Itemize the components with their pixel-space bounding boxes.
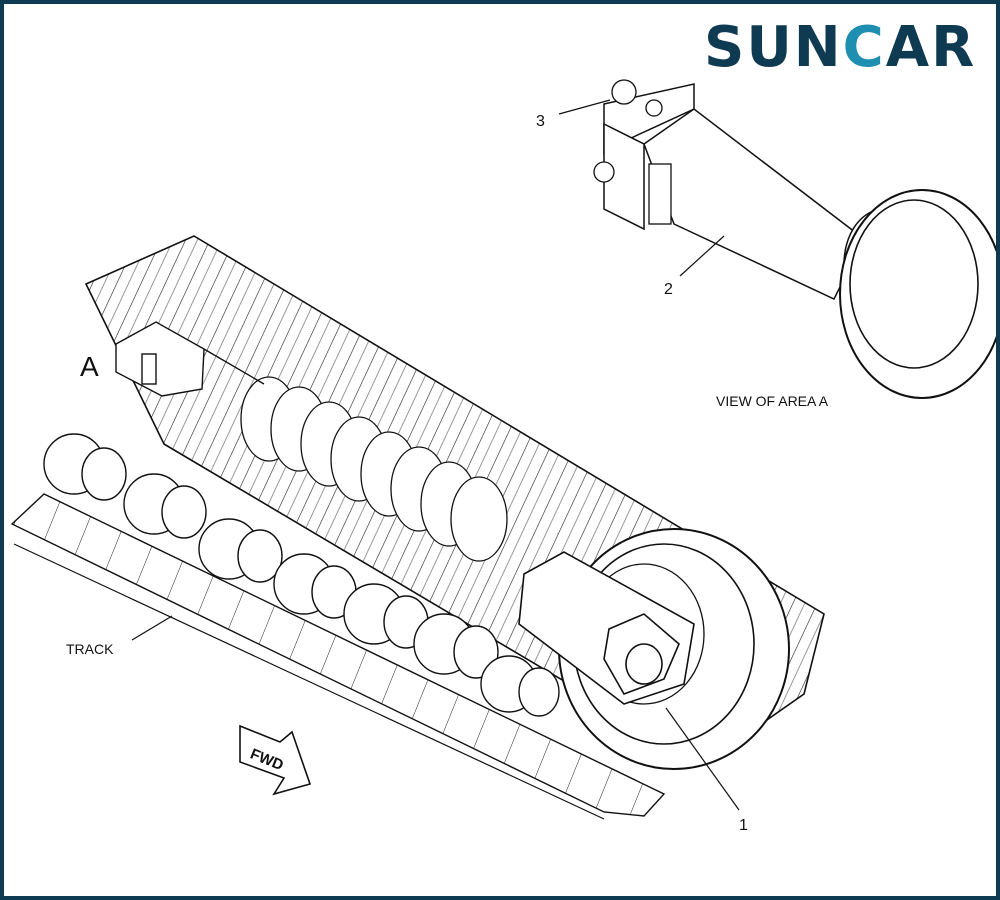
area-a-fitting bbox=[115, 321, 265, 397]
track-rollers bbox=[43, 433, 560, 717]
recoil-spring bbox=[240, 376, 508, 562]
callout-2: 2 bbox=[664, 281, 673, 298]
callout-1: 1 bbox=[739, 817, 748, 834]
brand-logo: SUNCAR bbox=[704, 15, 977, 80]
leader-lines bbox=[131, 99, 740, 811]
idler-yoke bbox=[518, 551, 695, 705]
view-caption: VIEW OF AREA A bbox=[716, 393, 829, 409]
callout-3: 3 bbox=[536, 113, 545, 130]
lower-track-strand bbox=[10, 493, 666, 820]
track-label: TRACK bbox=[66, 641, 114, 657]
parts-diagram: 3 2 1 A VIEW OF AREA A TRACK FWD bbox=[10, 79, 996, 834]
fwd-arrow bbox=[239, 724, 312, 796]
inset-view-area-a bbox=[593, 79, 996, 399]
area-letter: A bbox=[80, 351, 99, 382]
